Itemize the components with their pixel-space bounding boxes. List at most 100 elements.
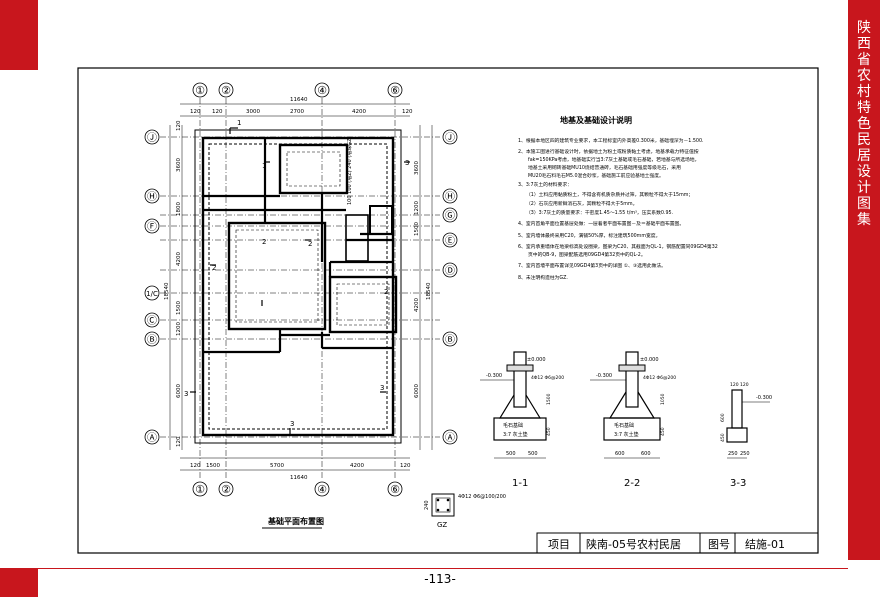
- svg-text:Ⓑ: Ⓑ: [445, 334, 455, 346]
- svg-text:120: 120: [176, 436, 182, 447]
- svg-text:1500: 1500: [176, 301, 182, 315]
- notes-title: 地基及基础设计说明: [560, 115, 632, 125]
- svg-text:3: 3: [184, 390, 188, 398]
- dim-bottom-120b: 120: [400, 463, 411, 469]
- dim-bottom-1500: 1500: [206, 463, 220, 469]
- axis-bubble-H-right: Ⓗ: [442, 188, 458, 204]
- svg-text:120: 120: [176, 120, 182, 131]
- svg-text:Ⓙ: Ⓙ: [445, 132, 455, 144]
- axis-bubble-2-bottom: ②: [218, 481, 234, 497]
- dims-bottom: [180, 457, 410, 471]
- note-line: 页中的QB-9，图梁配筋选用09GD4第32页中的QL-2。: [528, 251, 646, 258]
- outer-wall: [201, 136, 395, 437]
- foundation-plan: [160, 98, 440, 478]
- svg-text:1200: 1200: [176, 322, 182, 336]
- axis-bubbles-bottom: ① ② ④ ⑥: [192, 481, 403, 497]
- gz-dim: 240: [424, 500, 430, 510]
- s3-height-2: 450: [720, 433, 726, 442]
- svg-text:Ⓗ: Ⓗ: [147, 191, 157, 203]
- svg-text:②: ②: [221, 84, 231, 97]
- page-number: -113-: [424, 572, 456, 586]
- bottom-rule: [38, 568, 848, 569]
- svg-text:Ⓑ: Ⓑ: [147, 334, 157, 346]
- axis-bubble-H-left: Ⓗ: [144, 188, 160, 204]
- axis-bubble-J-left: Ⓙ: [144, 129, 160, 145]
- series-title-char: 居: [857, 148, 871, 164]
- s3-elev-side: -0.300: [756, 395, 772, 401]
- dims-right-labels: 3600 1200 1500 4200 6000 18540: [414, 161, 432, 398]
- note-line: 7、室内首墙平面布置详见09GD4第3页中的详图 ①、③选用此做法。: [518, 262, 666, 269]
- svg-text:1500: 1500: [414, 222, 420, 236]
- s1-width-1: 500: [506, 451, 516, 457]
- svg-text:6000: 6000: [176, 384, 182, 398]
- s2-label: 2-2: [624, 478, 640, 489]
- axis-bubble-6-bottom: ⑥: [387, 481, 403, 497]
- svg-text:1800: 1800: [176, 202, 182, 216]
- gz-detail: GZ 240 4Φ12 Φ6@100/200: [424, 493, 506, 529]
- s2-height-2: 450: [660, 427, 666, 436]
- section-2-2: [590, 351, 661, 459]
- outer-footing-outline: [194, 129, 402, 444]
- series-title-char: 省: [857, 52, 871, 68]
- series-title-char: 图: [857, 196, 871, 212]
- axis-bubble-G-right: Ⓖ: [442, 207, 458, 223]
- svg-text:②: ②: [221, 483, 231, 496]
- note-line: 6、室内承重墙体在地梁标高处设圈梁，图梁为C20、其截面为QL-1，钢筋配置同0…: [518, 243, 718, 250]
- s1-material-1: 毛石基础: [503, 422, 523, 429]
- note-line: 4、室内首角平面位置基层处做：一层着者平面布置图－及＝基础平面布置图。: [518, 220, 684, 227]
- svg-text:2: 2: [384, 288, 388, 296]
- axis-bubble-J-right: Ⓙ: [442, 129, 458, 145]
- axis-bubble-D-right: Ⓓ: [442, 262, 458, 278]
- red-corner-bottom-left: [0, 568, 38, 597]
- dim-top-2700: 2700: [290, 109, 304, 115]
- dim-top-120b: 120: [212, 109, 223, 115]
- svg-text:①: ①: [195, 483, 205, 496]
- pier-note: 100 100 (墙Z) 240 (墙垛GZ): [346, 136, 353, 205]
- s3-elev-top: 120 120: [730, 382, 749, 388]
- dim-top-120a: 120: [190, 109, 201, 115]
- note-line: 2、本施工图进行基础设计时，依据地土为粉土或粉质黏土考虑，地基承载力特征值按: [518, 148, 699, 155]
- section-3-3: [726, 389, 770, 459]
- svg-text:Ⓗ: Ⓗ: [445, 191, 455, 203]
- series-title-char: 村: [857, 84, 871, 100]
- title-block: [536, 532, 819, 554]
- s2-elev-side: -0.300: [596, 373, 612, 379]
- series-title-char: 集: [857, 212, 871, 228]
- drawing-no-label: 图号: [708, 538, 730, 551]
- axis-bubble-1-bottom: ①: [192, 481, 208, 497]
- dim-bottom-4200: 4200: [350, 463, 364, 469]
- axis-bubble-2-top: ②: [218, 82, 234, 98]
- project-label: 项目: [548, 538, 570, 551]
- svg-text:18540: 18540: [426, 282, 432, 300]
- svg-text:2: 2: [262, 238, 266, 246]
- svg-text:3600: 3600: [176, 158, 182, 172]
- dim-top-3000: 3000: [246, 109, 260, 115]
- svg-text:①: ①: [195, 84, 205, 97]
- axis-bubble-4-top: ④: [314, 82, 330, 98]
- axis-bubble-E-right: Ⓔ: [442, 232, 458, 248]
- s1-label: 1-1: [512, 478, 528, 489]
- svg-text:Ⓓ: Ⓓ: [445, 265, 455, 277]
- axis-bubble-C-left: Ⓒ: [144, 312, 160, 328]
- s1-material-2: 3:7 灰土垫: [503, 431, 528, 438]
- sheet-frame: [77, 67, 819, 554]
- gz-rebar: 4Φ12 Φ6@100/200: [458, 494, 506, 500]
- notes-body: 1、根据本地区四的建筑专业要求，本工程标室内外高差0.300米，基础埋深为－1.…: [518, 137, 718, 281]
- svg-text:④: ④: [317, 483, 327, 496]
- dim-top-4200: 4200: [352, 109, 366, 115]
- s2-material-1: 毛石基础: [614, 422, 634, 429]
- axis-bubble-B-right: Ⓑ: [442, 331, 458, 347]
- internal-walls: [203, 138, 393, 354]
- note-line: （2）石灰应用新鲜消石灰，其颗粒不得大于5mm。: [526, 200, 637, 207]
- svg-text:3: 3: [290, 420, 294, 428]
- s3-height-1: 600: [720, 413, 726, 422]
- note-line: （3）3:7灰土的质量要求：干密度1.45～1.55 t/m³，压实系数0.95…: [526, 209, 673, 216]
- axis-bubble-4-bottom: ④: [314, 481, 330, 497]
- svg-text:④: ④: [317, 84, 327, 97]
- note-line: fak=150KPa考虑，地基础实行当3:7灰土基础或毛石基础，若地基与所选场地…: [528, 156, 699, 163]
- s3-width-2: 250: [740, 451, 750, 457]
- axis-bubble-1-top: ①: [192, 82, 208, 98]
- series-title-char: 设: [857, 164, 871, 180]
- inner-footing-outline: [208, 143, 388, 430]
- svg-text:3600: 3600: [414, 161, 420, 175]
